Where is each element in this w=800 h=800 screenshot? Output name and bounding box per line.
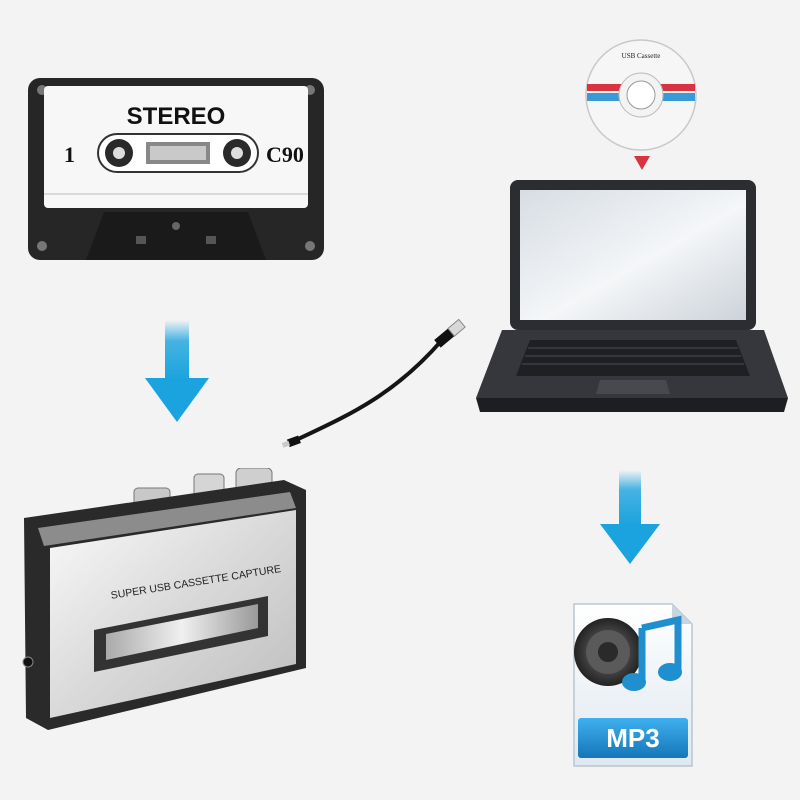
cd-disc-graphic	[585, 39, 697, 151]
mp3-file-graphic	[573, 603, 693, 767]
cassette-player-graphic	[22, 468, 306, 730]
cassette-title: STEREO	[126, 103, 226, 130]
arrow-down-icon-right	[598, 470, 662, 566]
cd-label-text: USB Cassette	[621, 52, 661, 60]
laptop-graphic	[476, 180, 788, 412]
mp3-label: MP3	[606, 723, 660, 753]
laptop	[472, 176, 792, 422]
cassette-tape-graphic	[28, 78, 324, 260]
small-arrow-down-icon	[632, 154, 652, 172]
arrow-down-icon	[143, 320, 211, 424]
usb-cable	[282, 318, 472, 450]
mp3-file-icon: MP3	[568, 600, 698, 770]
cassette-side-number: 1	[64, 142, 75, 167]
cassette-player: SUPER USB CASSETTE CAPTURE	[14, 468, 314, 738]
cassette-tape: STEREO 1 C90	[26, 76, 326, 262]
cd-disc: USB Cassette	[584, 38, 698, 152]
cassette-type-label: C90	[266, 142, 304, 167]
